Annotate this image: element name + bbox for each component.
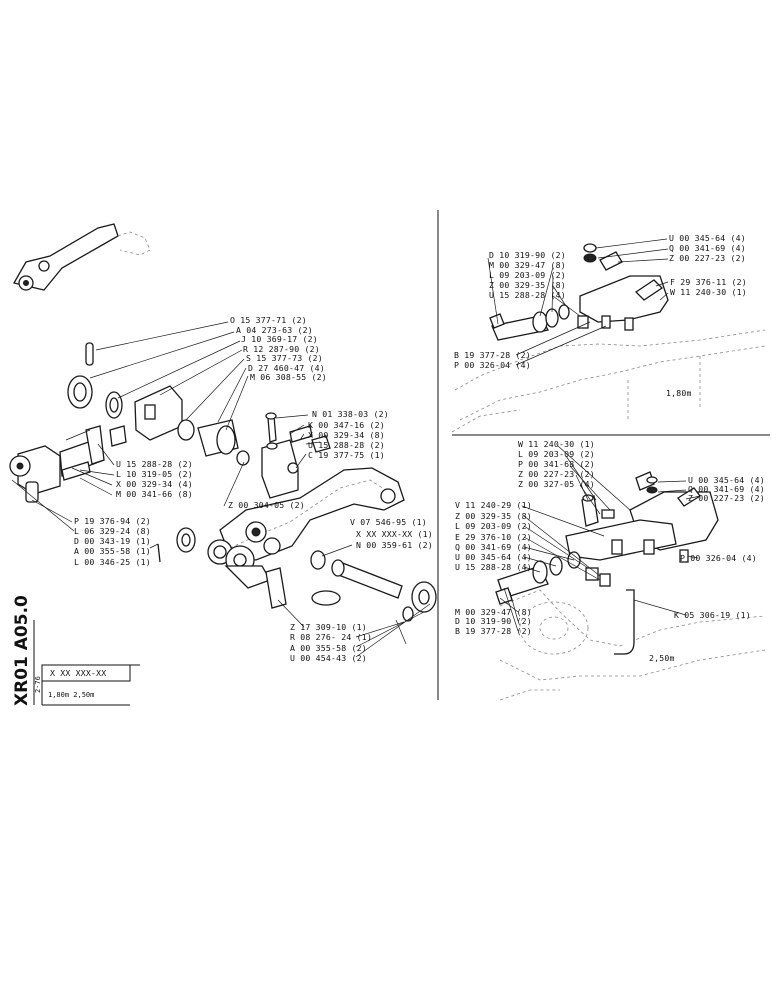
part-label: A 00 355-58 (1) [74, 546, 151, 556]
part-label: Z 00 227-23 (2) [669, 253, 746, 263]
labels-bottom: Z 17 309-10 (1) R 08 276- 24 (1) A 00 35… [290, 622, 372, 663]
part-label: P 00 326-04 (4) [454, 360, 531, 370]
labels-left-bottom: P 19 376-94 (2) L 06 329-24 (8) D 00 343… [74, 516, 151, 567]
labels-left-mid: U 15 288-28 (2) L 10 319-05 (2) X 00 329… [116, 459, 305, 510]
labels-left-top: O 15 377-71 (2) A 04 273-63 (2) J 10 369… [230, 315, 327, 382]
labels-lower-right-left: V 11 240-29 (1) Z 00 329-35 (8) L 09 203… [455, 500, 532, 636]
labels-center: N 01 338-03 (2) K 00 347-16 (2) X 00 329… [308, 409, 389, 460]
pin [85, 342, 94, 366]
part-label: W 11 240-30 (1) [670, 287, 747, 297]
part-label: D 27 460-47 (4) [248, 363, 325, 373]
part-label: U 15 288-28 (2) [308, 440, 385, 450]
part-label: S 15 377-73 (2) [246, 353, 323, 363]
part-label: Z 00 227-23 (2) [518, 469, 595, 479]
part-label: L 09 203-09 (2) [455, 521, 532, 531]
part-label: U 15 288-28 (4) [489, 290, 566, 300]
panel-size-label: 2,50m [649, 653, 675, 663]
part-label: U 00 345-64 (4) [455, 552, 532, 562]
part-label: F 29 376-11 (2) [670, 277, 747, 287]
ref-number: X XX XXX-XX [50, 668, 106, 678]
title-block: XR01 A05.0 X XX XXX-XX 2-76 1,80m 2,50m [12, 595, 140, 706]
labels-upper-right-right: U 00 345-64 (4) Q 00 341-69 (4) Z 00 227… [666, 233, 747, 398]
part-label: L 09 203-09 (2) [518, 449, 595, 459]
part-label: V 07 546-95 (1) [350, 517, 427, 527]
part-label: L 00 346-25 (1) [74, 557, 151, 567]
part-label: D 00 343-19 (1) [74, 536, 151, 546]
part-label: M 00 329-47 (8) [489, 260, 566, 270]
part-label: M 00 329-47 (8) [455, 607, 532, 617]
part-label: X 00 329-34 (4) [116, 479, 193, 489]
leader-lines [11, 238, 701, 658]
part-label: Z 00 329-35 (8) [455, 511, 532, 521]
part-label: M 06 308-55 (2) [250, 372, 327, 382]
part-label: Z 00 329-35 (8) [489, 280, 566, 290]
part-label: A 00 355-58 (2) [290, 643, 367, 653]
part-label: B 19 377-28 (2) [455, 626, 532, 636]
part-label: Z 00 304-05 (2) [228, 500, 305, 510]
panel-size-label: 1,80m [666, 388, 692, 398]
main-arm [157, 467, 405, 589]
variants: 1,80m 2,50m [48, 691, 94, 699]
part-label: L 06 329-24 (8) [74, 526, 151, 536]
labels-lower-right-right: U 00 345-64 (4) Q 00 341-69 (4) Z 00 227… [649, 475, 765, 663]
part-label: U 15 288-28 (4) [455, 562, 532, 572]
part-label: E 29 376-10 (2) [455, 532, 532, 542]
part-label: W 11 240-30 (1) [518, 439, 595, 449]
part-label: V 11 240-29 (1) [455, 500, 532, 510]
part-label: Q 00 341-69 (4) [455, 542, 532, 552]
arm-sketch [13, 223, 151, 291]
assembly-2-50m [495, 471, 766, 701]
part-label: R 12 287-90 (2) [243, 344, 320, 354]
hydraulic-unit [9, 425, 105, 503]
part-label: U 00 345-64 (4) [688, 475, 765, 485]
part-label: D 10 319-90 (2) [455, 616, 532, 626]
housing [134, 385, 183, 441]
part-label: Z 17 309-10 (1) [290, 622, 367, 632]
part-label: Q 00 341-69 (4) [688, 484, 765, 494]
part-label: P 19 376-94 (2) [74, 516, 151, 526]
part-label: N 00 359-61 (2) [356, 540, 433, 550]
part-label: K 00 347-16 (2) [308, 420, 385, 430]
part-label: D 10 319-90 (2) [489, 250, 566, 260]
part-label: R 08 276- 24 (1) [290, 632, 372, 642]
part-label: U 15 288-28 (2) [116, 459, 193, 469]
part-label: O 15 377-71 (2) [230, 315, 307, 325]
part-label: P 00 326-04 (4) [680, 553, 757, 563]
labels-upper-right-left: D 10 319-90 (2) M 00 329-47 (8) L 09 203… [454, 250, 566, 370]
part-label: L 10 319-05 (2) [116, 469, 193, 479]
labels-center-low: V 07 546-95 (1) X XX XXX-XX (1) N 00 359… [350, 517, 433, 550]
part-label: K 05 306-19 (1) [674, 610, 751, 620]
part-label: B 19 377-28 (2) [454, 350, 531, 360]
ref-box [41, 664, 131, 682]
part-label: Z 00 227-23 (2) [688, 493, 765, 503]
labels-lower-right-top: W 11 240-30 (1) L 09 203-09 (2) P 00 341… [518, 439, 595, 489]
part-label: C 19 377-75 (1) [308, 450, 385, 460]
sheet-code: XR01 A05.0 [12, 595, 32, 706]
part-label: J 10 369-17 (2) [241, 334, 318, 344]
part-label: Q 00 341-69 (4) [669, 243, 746, 253]
assembly-1-80m [451, 243, 766, 433]
part-label: Z 00 327-05 (4) [518, 479, 595, 489]
part-label: X XX XXX-XX (1) [356, 529, 433, 539]
part-label: M 00 341-66 (8) [116, 489, 193, 499]
part-label: P 00 341-68 (2) [518, 459, 595, 469]
pin-assembly [67, 342, 250, 466]
part-label: U 00 345-64 (4) [669, 233, 746, 243]
part-label: X 00 329-34 (8) [308, 430, 385, 440]
bracket-block [261, 412, 331, 499]
long-pin [265, 559, 437, 645]
part-label: U 00 454-43 (2) [290, 653, 367, 663]
part-label: N 01 338-03 (2) [312, 409, 389, 419]
part-label: A 04 273-63 (2) [236, 325, 313, 335]
part-label: L 09 203-09 (2) [489, 270, 566, 280]
sheet-date: 2-76 [34, 676, 42, 693]
